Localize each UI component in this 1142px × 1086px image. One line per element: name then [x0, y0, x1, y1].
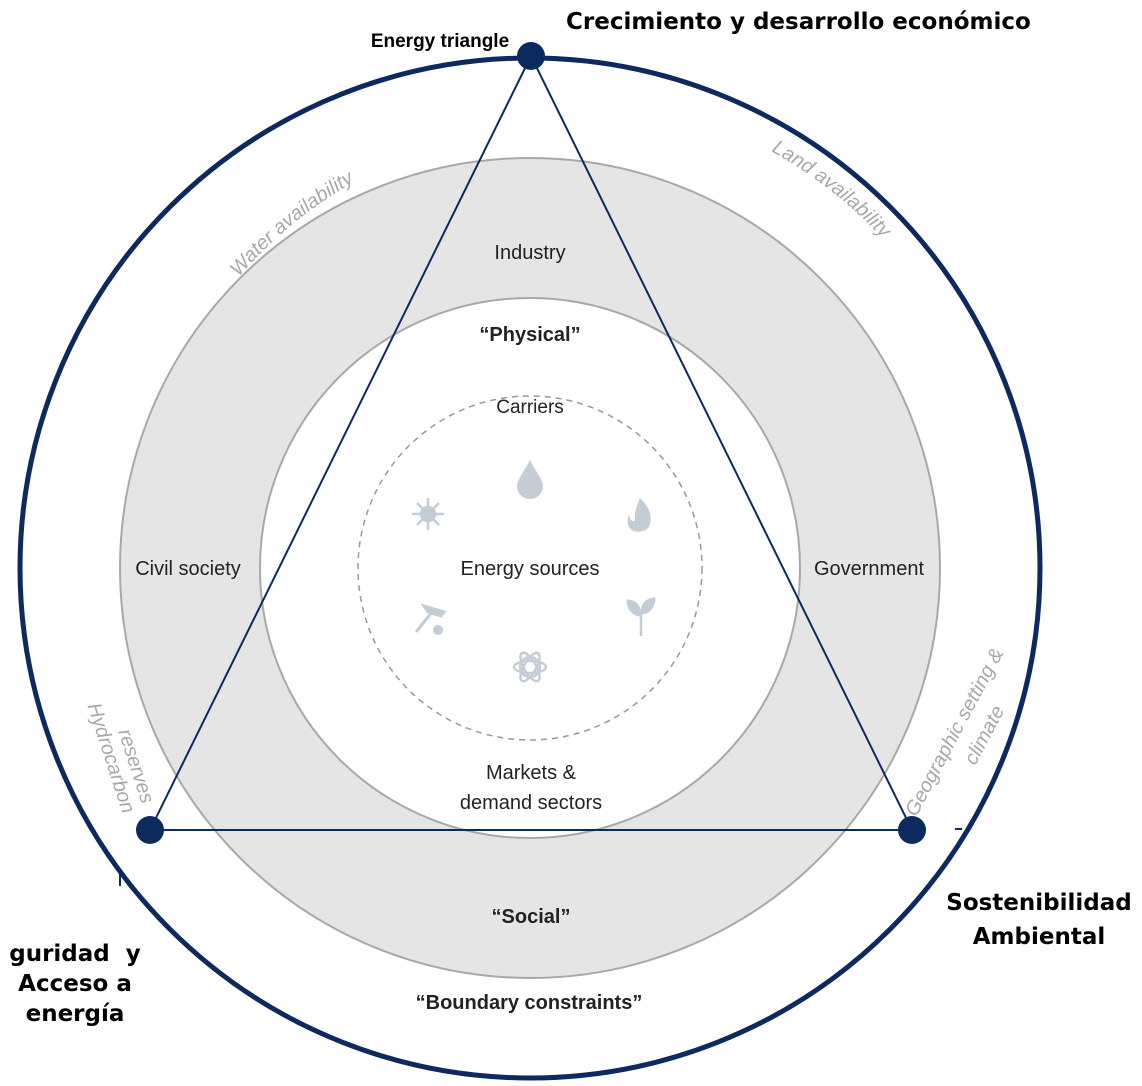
energy-triangle	[148, 53, 914, 831]
demand-sectors-label: demand sectors	[460, 792, 602, 814]
physical-label: “Physical”	[479, 324, 580, 346]
energy-triangle-label: Energy triangle	[371, 31, 509, 52]
security-access-label: guridad y Acceso a energía	[9, 941, 141, 1027]
carriers-dashed-circle	[357, 395, 703, 741]
leaf-icon	[626, 597, 656, 636]
vertex-left	[136, 816, 164, 844]
pickaxe-icon	[414, 603, 447, 635]
physical-circle	[259, 297, 801, 839]
carriers-label: Carriers	[496, 397, 564, 418]
civil-society-label: Civil society	[135, 558, 241, 580]
flame-icon	[627, 498, 651, 532]
industry-label: Industry	[494, 242, 565, 264]
vertex-top	[517, 42, 545, 70]
environmental-sustainability-label: Sostenibilidad Ambiental	[946, 890, 1132, 950]
boundary-constraints-label: “Boundary constraints”	[416, 992, 643, 1014]
uranium-icon	[512, 651, 548, 683]
government-label: Government	[814, 558, 924, 580]
economic-growth-title: Crecimiento y desarrollo económico	[566, 9, 1031, 35]
sun-icon	[412, 498, 444, 530]
vertex-right	[898, 816, 926, 844]
social-label: “Social”	[492, 906, 571, 928]
energy-sources-label: Energy sources	[461, 558, 600, 580]
markets-label: Markets &	[486, 762, 577, 784]
drop-icon	[517, 460, 543, 499]
